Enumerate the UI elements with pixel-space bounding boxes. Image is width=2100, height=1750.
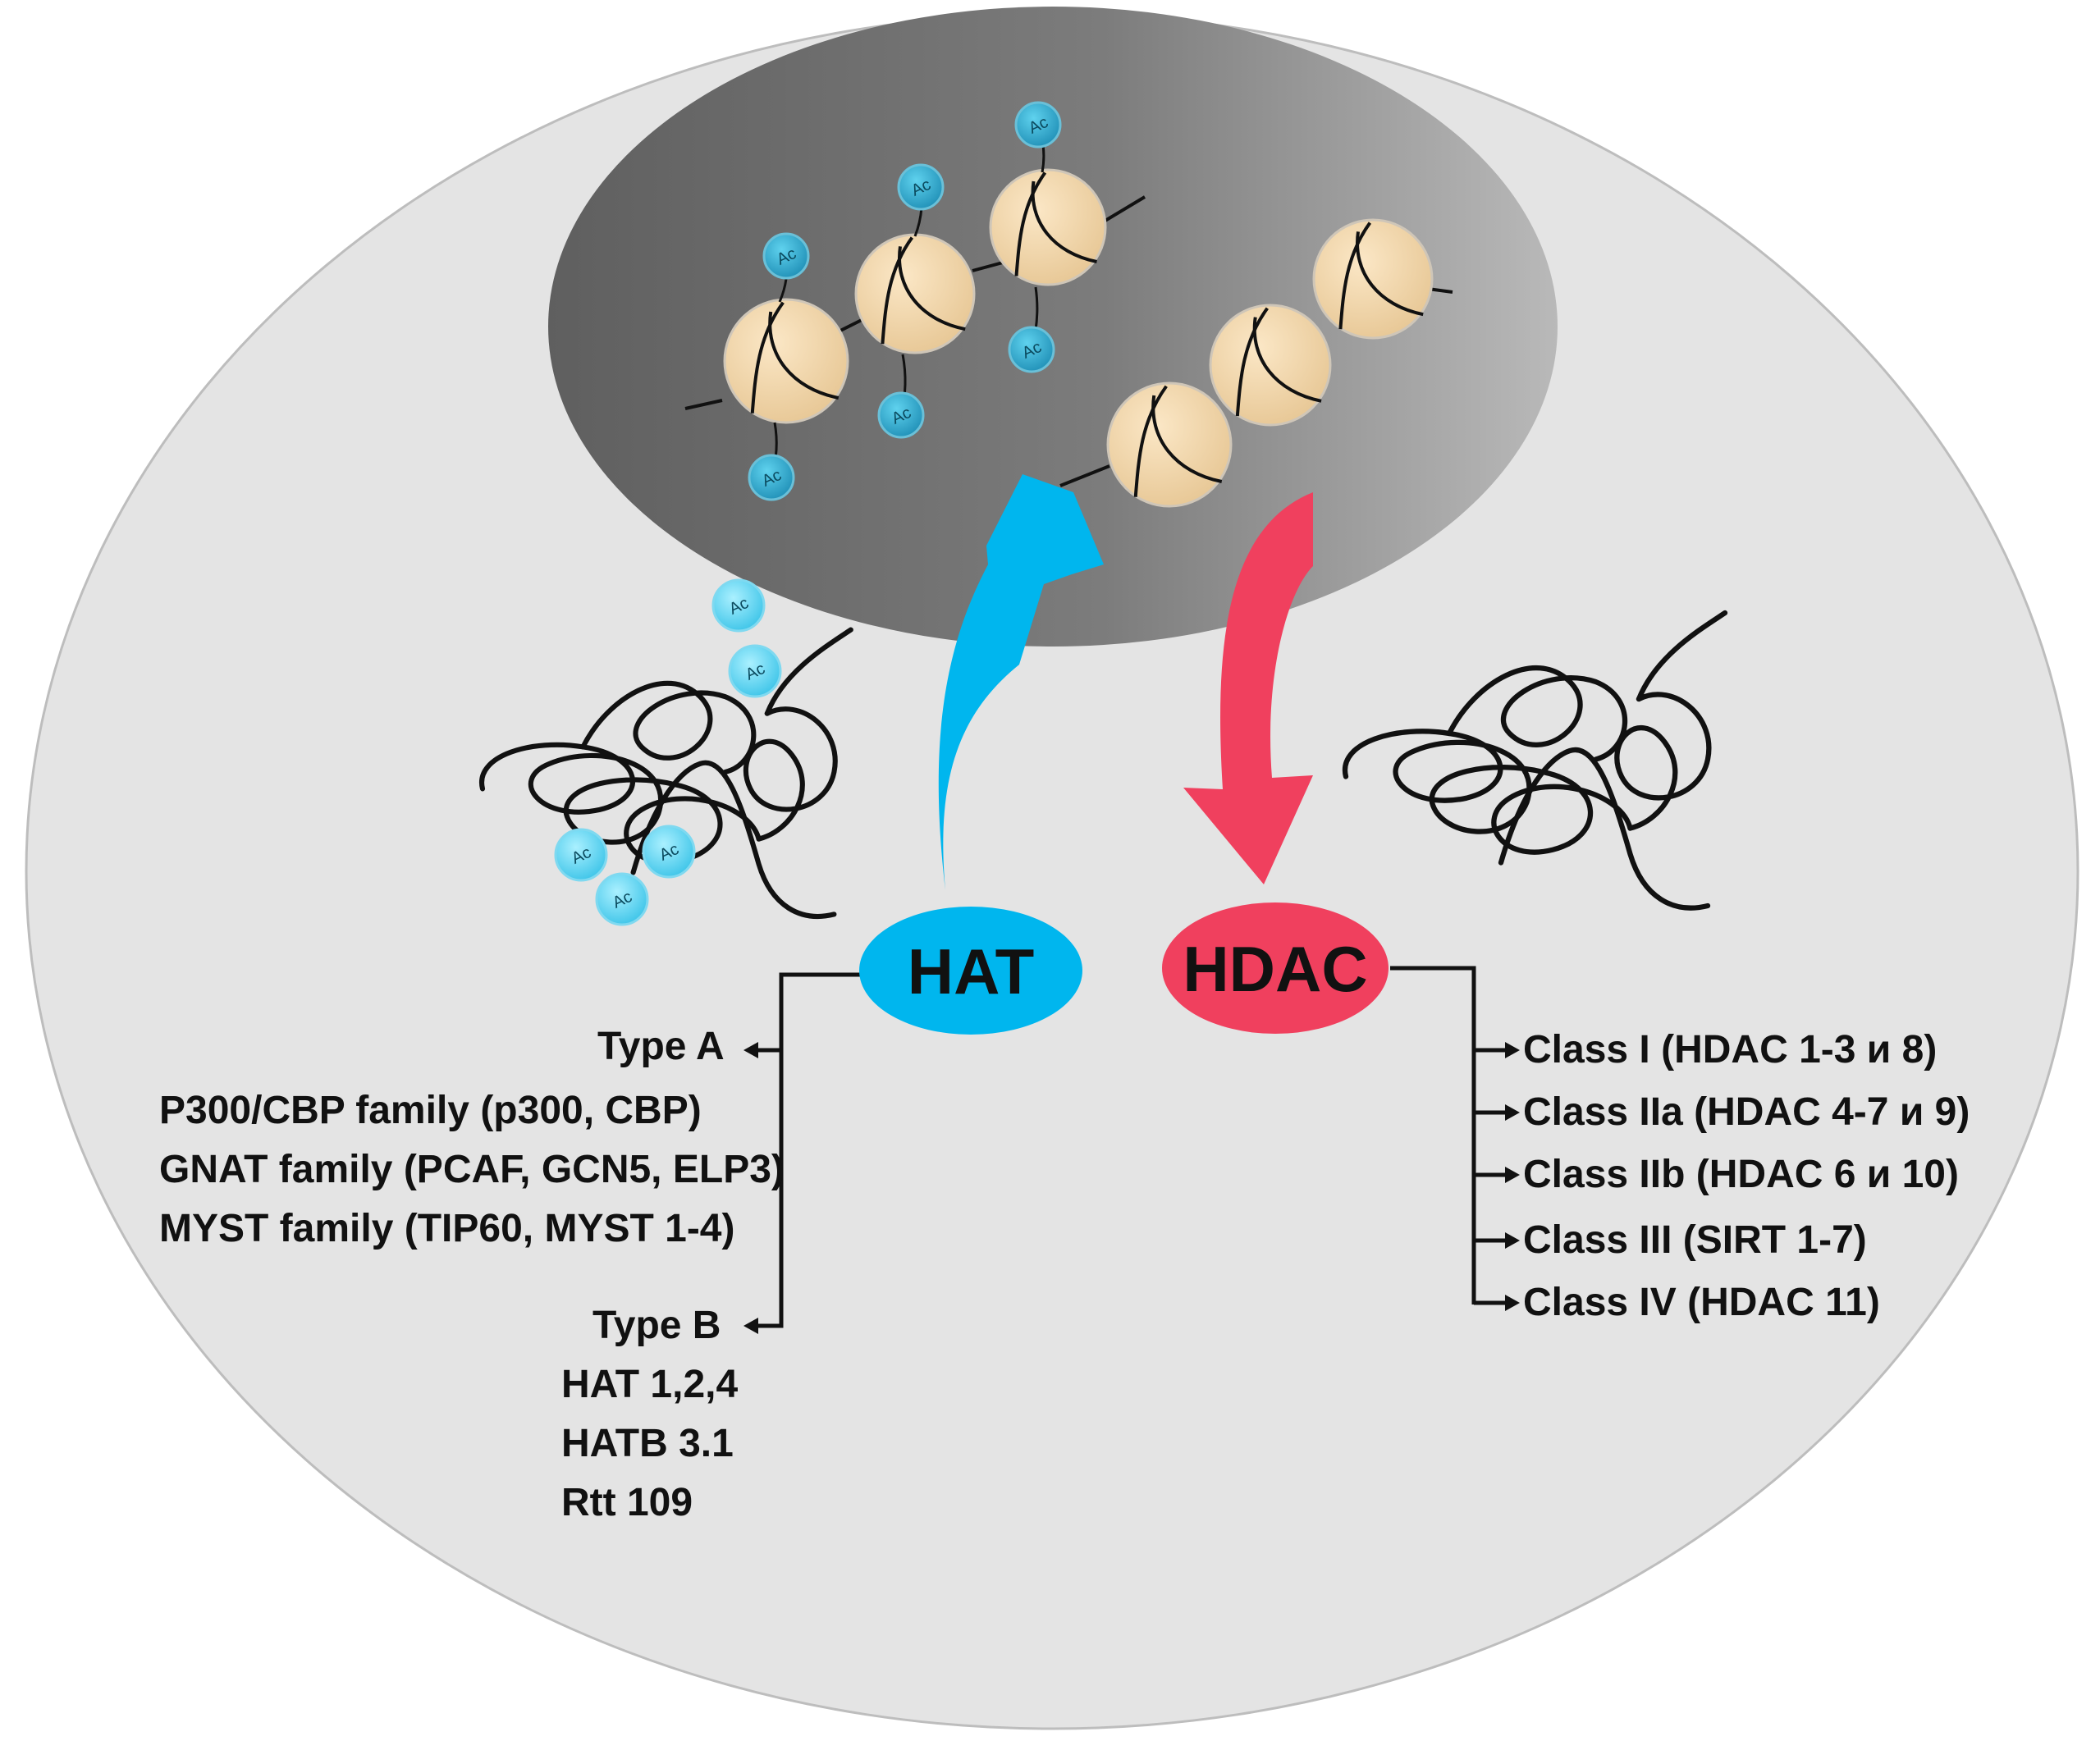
hat-family-gnat: GNAT family (PCAF, GCN5, ELP3)	[159, 1148, 785, 1191]
nucleosome	[1312, 218, 1434, 340]
hat-family-p300: P300/CBP family (p300, CBP)	[159, 1089, 702, 1132]
nucleosome	[1106, 382, 1233, 508]
hdac-badge: HDAC	[1162, 902, 1389, 1034]
nucleosome	[854, 233, 976, 354]
hdac-class-item: Class IV (HDAC 11)	[1523, 1281, 1880, 1324]
acetyl-group-icon: Ac	[897, 163, 945, 237]
hdac-connector-arrowheads	[1505, 1042, 1520, 1311]
acetyl-group-icon: Ac	[595, 872, 649, 926]
deacetylated-chromatin-fiber	[1059, 218, 1453, 508]
nucleus-region	[548, 7, 1558, 647]
nucleosome	[1209, 304, 1332, 427]
hat-acetylation-arrow	[938, 474, 1104, 890]
hdac-class-item: Class IIb (HDAC 6 и 10)	[1523, 1153, 1959, 1196]
nucleosome	[723, 298, 849, 424]
hat-type-b-label: Type B	[592, 1304, 721, 1347]
hat-type-a-label: Type A	[597, 1025, 725, 1068]
condensed-chromatin-coil	[478, 627, 853, 920]
acetyl-group-icon: Ac	[554, 828, 608, 882]
condensed-chromatin-coil	[1342, 610, 1728, 911]
hat-type-b-member: HATB 3.1	[561, 1422, 734, 1465]
hat-badge: HAT	[859, 907, 1082, 1035]
hat-family-myst: MYST family (TIP60, MYST 1-4)	[159, 1207, 735, 1250]
acetyl-group-icon: Ac	[1014, 101, 1062, 173]
hat-type-b-member: Rtt 109	[561, 1481, 693, 1524]
condensed-chromatin-coils	[478, 610, 1728, 920]
acetyl-group-icon: Ac	[642, 825, 696, 879]
hdac-class-item: Class IIa (HDAC 4-7 и 9)	[1523, 1090, 1970, 1134]
acetyl-group-icon: Ac	[1008, 286, 1055, 373]
hdac-label: HDAC	[1183, 933, 1367, 1005]
hat-type-b-member: HAT 1,2,4	[561, 1363, 739, 1406]
acetyl-group-icon: Ac	[748, 422, 795, 501]
acetyl-group-icon: Ac	[877, 354, 925, 439]
acetyl-group-icon: Ac	[711, 578, 766, 633]
hdac-class-item: Class III (SIRT 1-7)	[1523, 1218, 1867, 1262]
acetylated-chromatin-fiber	[684, 168, 1146, 424]
hat-connector-arrowheads	[743, 1042, 758, 1334]
hat-label: HAT	[908, 935, 1035, 1008]
nucleosome	[989, 168, 1107, 286]
hdac-deacetylation-arrow	[1183, 492, 1313, 884]
acetyl-group-icon: Ac	[762, 232, 810, 303]
hdac-class-item: Class I (HDAC 1-3 и 8)	[1523, 1028, 1938, 1071]
acetyl-group-icon: Ac	[728, 644, 782, 698]
